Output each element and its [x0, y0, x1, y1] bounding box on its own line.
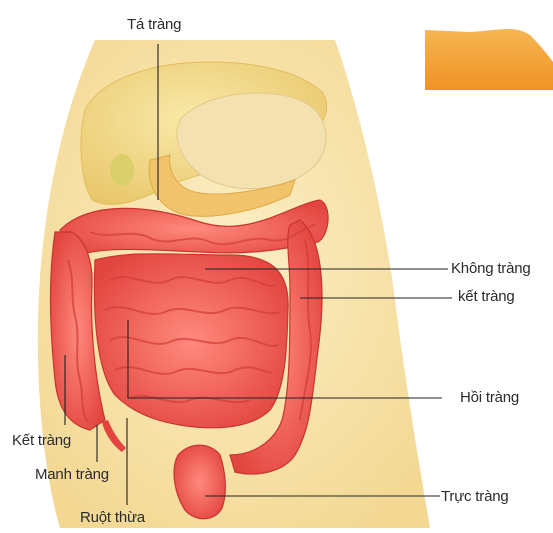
label-colon-right: kết tràng: [458, 288, 515, 305]
small-intestine: [94, 254, 288, 428]
inset-shape: [425, 29, 553, 90]
label-appendix: Ruột thừa: [80, 509, 145, 526]
label-colon-left: Kết tràng: [12, 432, 71, 449]
gall-bladder: [110, 154, 134, 186]
label-cecum: Manh tràng: [35, 466, 109, 483]
label-duodenum: Tá tràng: [127, 16, 181, 33]
label-rectum: Trực tràng: [441, 488, 509, 505]
label-ileum: Hồi tràng: [460, 389, 519, 406]
label-jejunum: Không tràng: [451, 260, 531, 277]
